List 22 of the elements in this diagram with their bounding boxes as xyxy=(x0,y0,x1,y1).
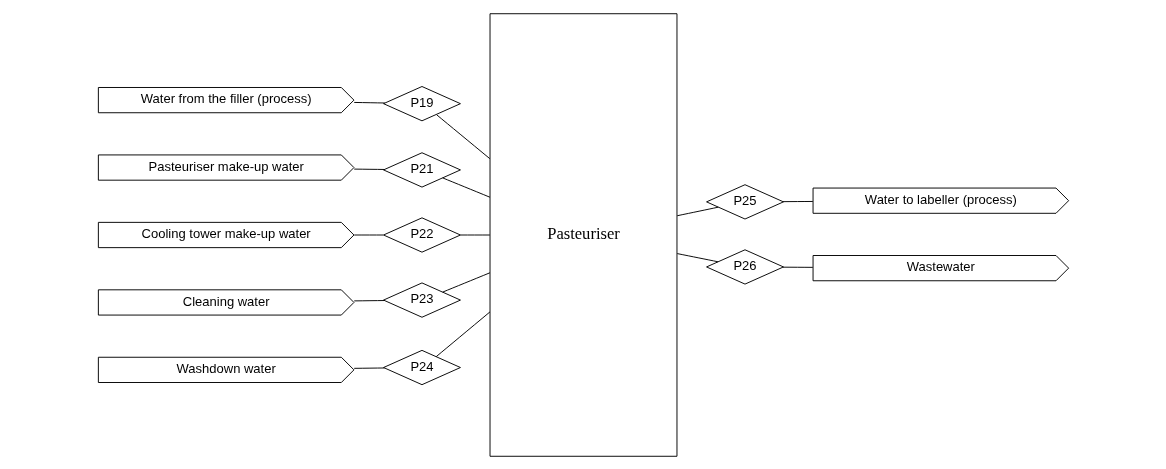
connector xyxy=(353,101,385,103)
node-box: Pasteuriser xyxy=(489,12,677,457)
node-diamond: P24 xyxy=(382,349,461,385)
connector xyxy=(782,266,813,268)
connector xyxy=(435,113,490,159)
connector xyxy=(441,271,490,293)
node-diamond: P26 xyxy=(705,248,784,285)
connector xyxy=(676,252,718,262)
connector xyxy=(441,176,490,198)
connector xyxy=(435,310,490,357)
node-diamond: P22 xyxy=(382,216,461,253)
node-diamond: P25 xyxy=(705,183,784,219)
connector xyxy=(353,367,385,369)
connector xyxy=(353,299,385,301)
node-diamond: P23 xyxy=(382,281,461,318)
connector xyxy=(353,168,385,170)
connector xyxy=(782,200,813,202)
connector xyxy=(353,234,384,235)
connector xyxy=(459,234,490,235)
connector xyxy=(676,206,719,216)
node-diamond: P19 xyxy=(382,85,461,121)
node-diamond: P21 xyxy=(382,151,461,188)
